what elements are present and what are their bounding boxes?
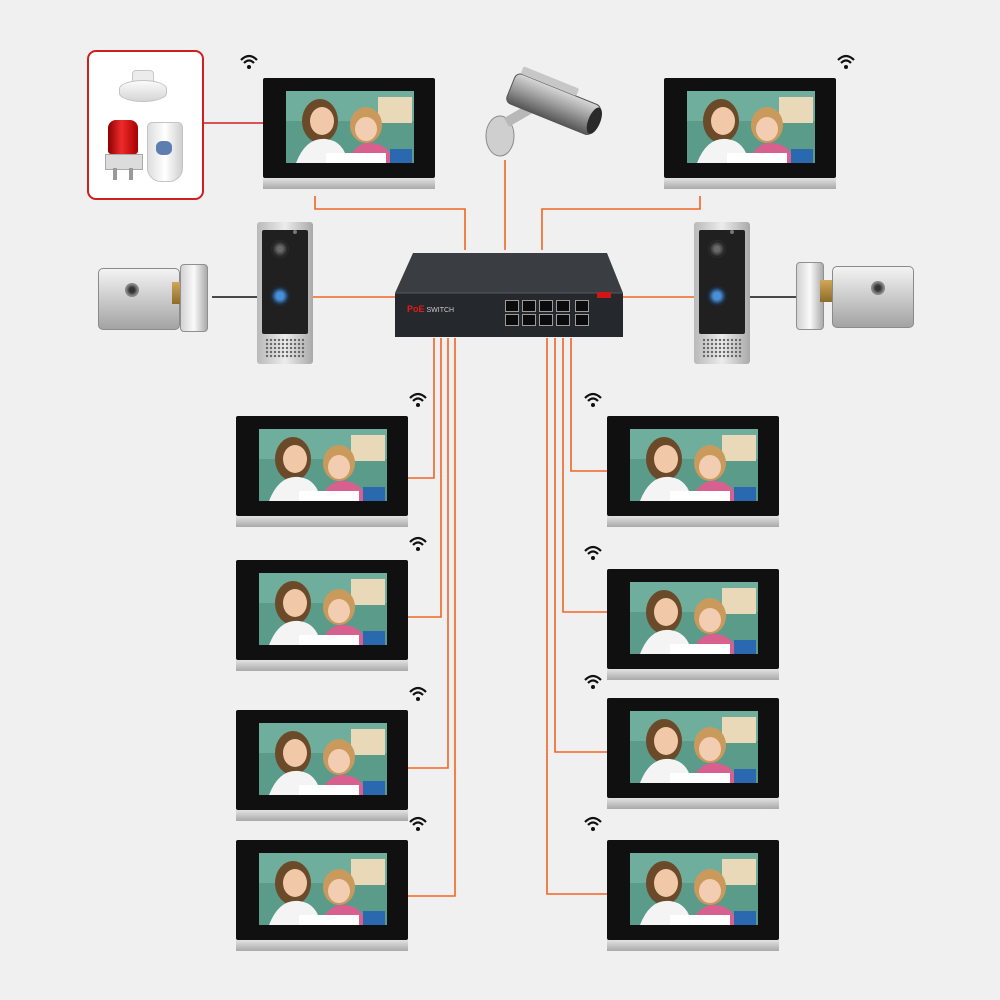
door-station-left [257,222,313,364]
wifi-icon [408,392,428,408]
indoor-monitor [607,569,779,681]
wifi-icon [583,545,603,561]
poe-port [505,300,519,312]
network-cable [408,338,435,479]
switch-label: PoE SWITCH [407,304,454,314]
network-cable [541,196,701,250]
network-cable [546,338,607,895]
wifi-icon [408,536,428,552]
monitor-screen-photo [259,723,387,795]
network-cable [408,338,456,897]
siren-icon [105,120,143,182]
poe-port [556,300,570,312]
doorbell-button-icon [270,286,290,306]
wifi-icon [583,392,603,408]
monitor-screen-photo [630,582,758,654]
switch-model-text: SWITCH [426,307,455,314]
monitor-screen-photo [630,853,758,925]
doorbell-button-icon [707,286,727,306]
monitor-screen-photo [630,711,758,783]
indoor-monitor [664,78,836,190]
network-cable [554,338,607,753]
indoor-monitor [607,698,779,810]
network-cable [408,338,449,769]
door-camera-icon [271,240,289,258]
wifi-icon [408,686,428,702]
monitor-screen-photo [687,91,815,163]
indoor-monitor [236,840,408,952]
door-camera-icon [708,240,726,258]
electric-lock-left [88,262,214,336]
monitor-screen-photo [259,573,387,645]
electric-lock-right [794,260,920,334]
network-cable [314,196,466,250]
wifi-icon [583,674,603,690]
monitor-screen-photo [286,91,414,163]
poe-port [539,314,553,326]
switch-indicator [597,292,611,298]
monitor-screen-photo [259,853,387,925]
indoor-monitor [236,560,408,672]
wifi-icon [583,816,603,832]
poe-logo: PoE [407,304,425,314]
uplink-port [575,314,589,326]
indoor-monitor [263,78,435,190]
door-station-right [694,222,750,364]
network-cable [408,338,442,618]
indoor-monitor [607,840,779,952]
monitor-screen-photo [259,429,387,501]
indoor-monitor [236,416,408,528]
wifi-icon [836,54,856,70]
poe-switch: PoE SWITCH [395,245,625,339]
poe-port [505,314,519,326]
uplink-port [575,300,589,312]
network-cable [562,338,607,613]
indoor-monitor [607,416,779,528]
poe-port [556,314,570,326]
monitor-screen-photo [630,429,758,501]
poe-port [522,300,536,312]
pir-sensor-icon [147,122,183,182]
poe-port [539,300,553,312]
poe-port [522,314,536,326]
cctv-camera-icon [478,66,608,170]
alarm-sensor-group [87,50,204,200]
smoke-detector-icon [119,70,167,102]
indoor-monitor [236,710,408,822]
wifi-icon [408,816,428,832]
network-cable [570,338,607,472]
wifi-icon [239,54,259,70]
